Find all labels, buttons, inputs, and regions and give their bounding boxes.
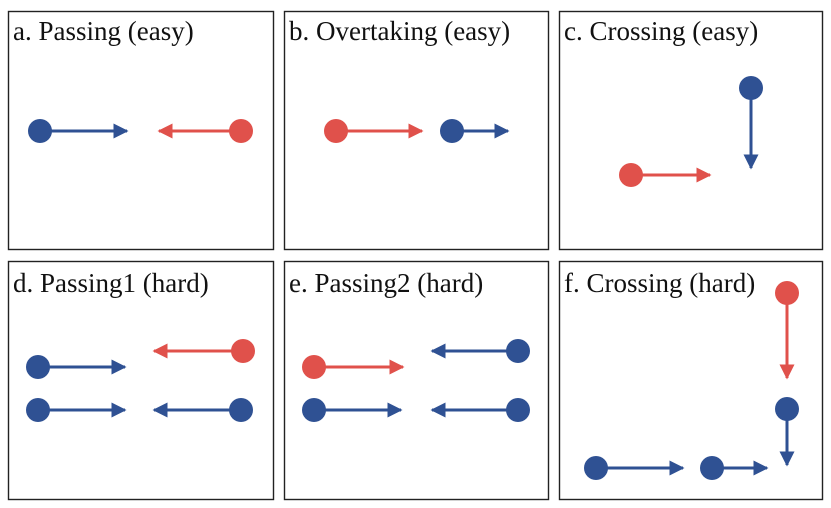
agent-blue-right (584, 456, 685, 480)
panel-title: c. Crossing (easy) (564, 16, 758, 46)
agent-red-right (302, 355, 405, 379)
panel-frame (7, 260, 275, 501)
agent-red-right (619, 163, 712, 187)
agent-red-down (775, 281, 799, 380)
panel-e: e. Passing2 (hard) (283, 260, 550, 501)
blue-agent-dot (26, 398, 50, 422)
blue-agent-dot (739, 76, 763, 100)
blue-agent-dot (506, 339, 530, 363)
panel-f: f. Crossing (hard) (558, 260, 824, 501)
blue-agent-dot (506, 398, 530, 422)
panel-frame (283, 260, 550, 501)
agent-blue-left (152, 398, 253, 422)
panel-frame (558, 10, 824, 251)
agent-blue-down (775, 397, 799, 467)
panel-frame (283, 10, 550, 251)
red-agent-dot (619, 163, 643, 187)
red-agent-dot (324, 119, 348, 143)
blue-agent-dot (584, 456, 608, 480)
red-agent-dot (302, 355, 326, 379)
agent-blue-down (739, 76, 763, 170)
blue-agent-dot (229, 398, 253, 422)
blue-agent-dot (775, 397, 799, 421)
agent-blue-left (430, 339, 530, 363)
panel-d: d. Passing1 (hard) (7, 260, 275, 501)
red-agent-dot (775, 281, 799, 305)
panel-c: c. Crossing (easy) (558, 10, 824, 251)
agent-blue-right (28, 119, 129, 143)
blue-agent-dot (26, 355, 50, 379)
panel-title: a. Passing (easy) (13, 16, 194, 46)
panel-frame (7, 10, 275, 251)
agent-blue-right (700, 456, 769, 480)
agent-red-left (157, 119, 253, 143)
agent-blue-left (430, 398, 530, 422)
blue-agent-dot (700, 456, 724, 480)
panel-title: f. Crossing (hard) (564, 268, 755, 298)
red-agent-dot (231, 339, 255, 363)
panel-title: b. Overtaking (easy) (289, 16, 510, 46)
blue-agent-dot (440, 119, 464, 143)
panel-title: e. Passing2 (hard) (289, 268, 483, 298)
panel-title: d. Passing1 (hard) (13, 268, 209, 298)
agent-blue-right (302, 398, 403, 422)
panel-b: b. Overtaking (easy) (283, 10, 550, 251)
blue-agent-dot (302, 398, 326, 422)
agent-red-left (152, 339, 255, 363)
agent-blue-right (26, 398, 127, 422)
panel-frame (558, 260, 824, 501)
agent-blue-right (26, 355, 127, 379)
agent-blue-right (440, 119, 510, 143)
agent-red-right (324, 119, 424, 143)
blue-agent-dot (28, 119, 52, 143)
panel-a: a. Passing (easy) (7, 10, 275, 251)
red-agent-dot (229, 119, 253, 143)
